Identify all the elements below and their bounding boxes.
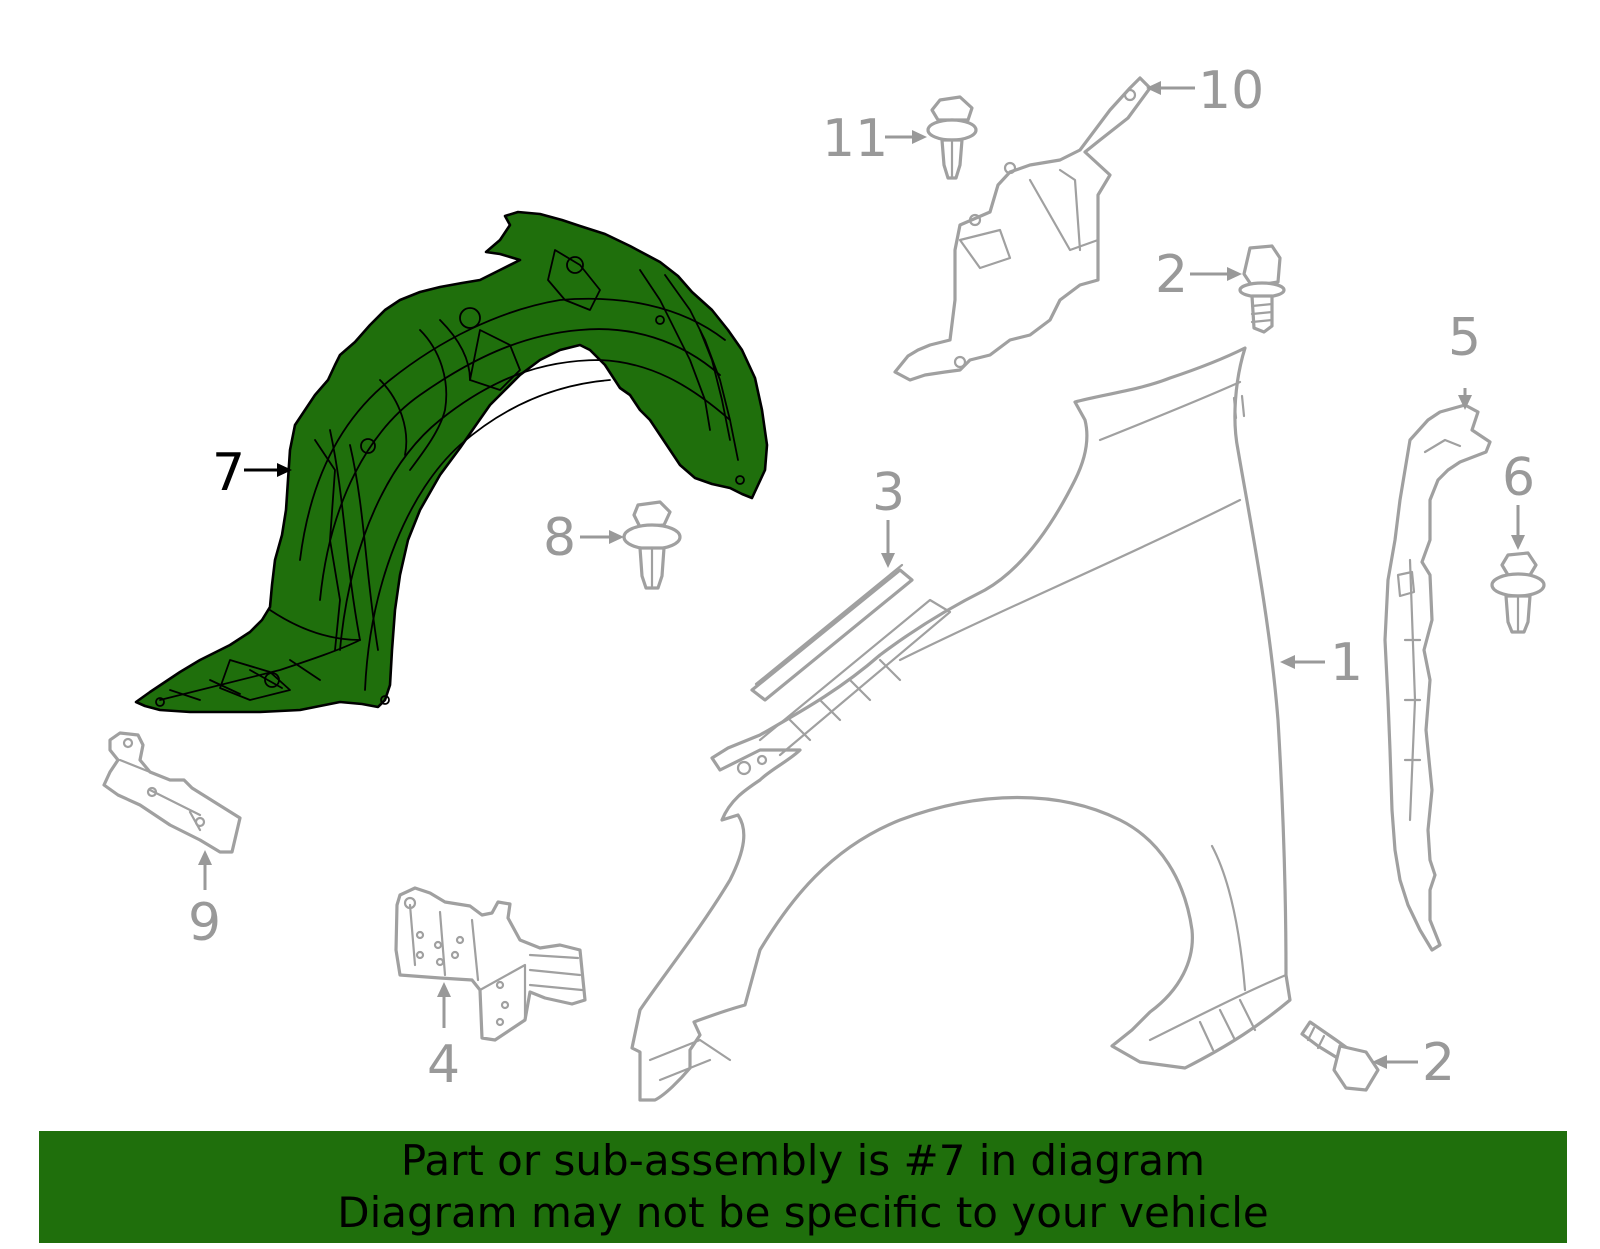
part-2-bolt-upper[interactable] bbox=[1238, 244, 1286, 334]
part-5-side-bracket[interactable] bbox=[1383, 403, 1492, 952]
callout-11: 11 bbox=[822, 109, 888, 169]
callout-9: 9 bbox=[188, 893, 221, 953]
callout-7: 7 bbox=[212, 443, 245, 503]
parts-diagram: 1 2 2 3 4 5 6 7 8 9 10 11 bbox=[102, 61, 1546, 1102]
part-6-clip[interactable] bbox=[1490, 551, 1546, 634]
part-11-clip[interactable] bbox=[926, 95, 978, 180]
part-9-bracket[interactable] bbox=[102, 731, 242, 854]
callout-6: 6 bbox=[1502, 448, 1535, 508]
callout-1: 1 bbox=[1330, 633, 1363, 693]
banner-line-2: Diagram may not be specific to your vehi… bbox=[337, 1188, 1269, 1237]
callout-3: 3 bbox=[872, 463, 905, 523]
part-1-fender[interactable] bbox=[630, 346, 1292, 1102]
callout-2-lower: 2 bbox=[1422, 1033, 1455, 1093]
callout-4: 4 bbox=[427, 1035, 460, 1095]
part-4-lower-bracket[interactable] bbox=[394, 886, 587, 1042]
part-7-fender-liner[interactable] bbox=[134, 210, 769, 714]
callout-arrows bbox=[198, 81, 1525, 1069]
callout-5: 5 bbox=[1448, 308, 1481, 368]
part-8-clip[interactable] bbox=[622, 500, 682, 590]
part-2-bolt-lower[interactable] bbox=[1300, 1020, 1380, 1092]
callout-2-upper: 2 bbox=[1155, 245, 1188, 305]
banner-line-1: Part or sub-assembly is #7 in diagram bbox=[400, 1136, 1206, 1185]
part-10-bracket[interactable] bbox=[893, 76, 1152, 382]
callout-10: 10 bbox=[1198, 61, 1264, 121]
part-3-strip[interactable] bbox=[750, 563, 914, 702]
callout-8: 8 bbox=[543, 508, 576, 568]
info-banner: Part or sub-assembly is #7 in diagram Di… bbox=[39, 1131, 1567, 1243]
